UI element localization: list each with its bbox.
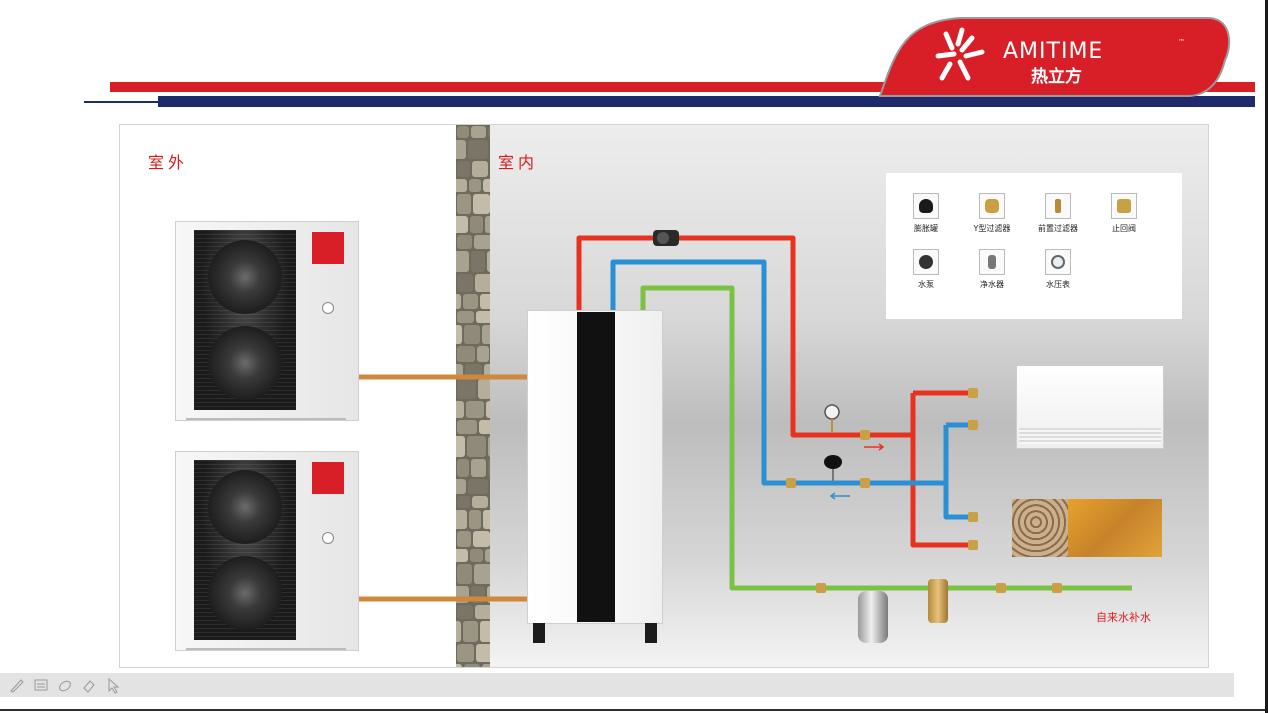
floor-heating-coil — [1012, 499, 1072, 557]
pointer-icon[interactable] — [104, 676, 122, 694]
expansion-tank-icon — [824, 455, 842, 481]
legend-item-water-pump: 水泵 — [896, 249, 956, 290]
water-purifier-icon — [979, 249, 1005, 275]
refrigerant-pipes — [359, 374, 527, 602]
outdoor-label: 室外 — [148, 153, 189, 172]
y-filter-icon — [979, 193, 1005, 219]
hot-water-pipe — [576, 235, 976, 548]
outdoor-heat-pump-unit-2 — [175, 451, 359, 651]
unit-feet — [186, 648, 346, 656]
floor-heating-panel — [1012, 499, 1162, 557]
legend-panel: 膨胀罐 Y型过滤器 前置过滤器 止回阀 水泵 净水器 水压表 — [886, 173, 1182, 319]
unit-brand-badge — [312, 462, 344, 494]
outdoor-heat-pump-unit-1 — [175, 221, 359, 421]
tap-water-supply-label: 自来水补水 — [1096, 611, 1151, 624]
unit-feet — [186, 418, 346, 426]
unit-gauge-icon — [322, 532, 334, 544]
system-diagram: 室外 室内 — [119, 124, 1209, 668]
legend-item-pre-filter: 前置过滤器 — [1028, 193, 1088, 234]
brand-name-cn: 热立方 — [1031, 66, 1082, 87]
right-edge-border — [1265, 0, 1268, 713]
highlighter-icon[interactable] — [80, 676, 98, 694]
fan-grille — [194, 460, 296, 640]
water-pump-icon — [913, 249, 939, 275]
header-banner: AMITIME ™ 热立方 — [84, 17, 1255, 107]
fan-coil-vent — [1019, 428, 1161, 444]
pipework — [359, 230, 1132, 602]
tank-black-stripe — [577, 312, 615, 622]
legend-item-pressure-gauge: 水压表 — [1028, 249, 1088, 290]
pre-filter-icon — [1045, 193, 1071, 219]
fan-coil-unit — [1016, 365, 1164, 449]
pre-filter — [928, 579, 948, 623]
header-navy-thin-line — [84, 101, 158, 103]
flow-arrows — [829, 443, 885, 500]
header-navy-band — [158, 96, 1255, 107]
indoor-label: 室内 — [498, 153, 539, 172]
pressure-gauge-icon — [824, 404, 840, 433]
pressure-gauge-icon — [1045, 249, 1071, 275]
brass-valves — [786, 388, 1062, 593]
circulation-pump-icon — [653, 230, 679, 246]
pen-icon[interactable] — [8, 676, 26, 694]
header-red-band — [110, 82, 1255, 92]
stone-wall — [456, 125, 490, 667]
unit-gauge-icon — [322, 302, 334, 314]
slides-icon[interactable] — [32, 676, 50, 694]
brand-trademark: ™ — [1178, 38, 1185, 46]
water-purifier — [858, 591, 888, 643]
brand-logo-icon — [935, 27, 985, 81]
legend-item-y-filter: Y型过滤器 — [962, 193, 1022, 234]
legend-item-water-purifier: 净水器 — [962, 249, 1022, 290]
bottom-rule — [0, 709, 1268, 711]
legend-item-check-valve: 止回阀 — [1094, 193, 1154, 234]
tank-leg — [533, 623, 545, 643]
fan-grille — [194, 230, 296, 410]
presentation-toolbar — [0, 673, 1234, 697]
supply-water-pipe — [640, 285, 1132, 591]
expansion-tank-icon — [913, 193, 939, 219]
eraser-icon[interactable] — [56, 676, 74, 694]
check-valve-icon — [1111, 193, 1137, 219]
wood-floor — [1068, 499, 1162, 557]
legend-item-expansion-tank: 膨胀罐 — [896, 193, 956, 234]
tank-leg — [645, 623, 657, 643]
brand-name-en: AMITIME — [1003, 39, 1103, 64]
unit-brand-badge — [312, 232, 344, 264]
